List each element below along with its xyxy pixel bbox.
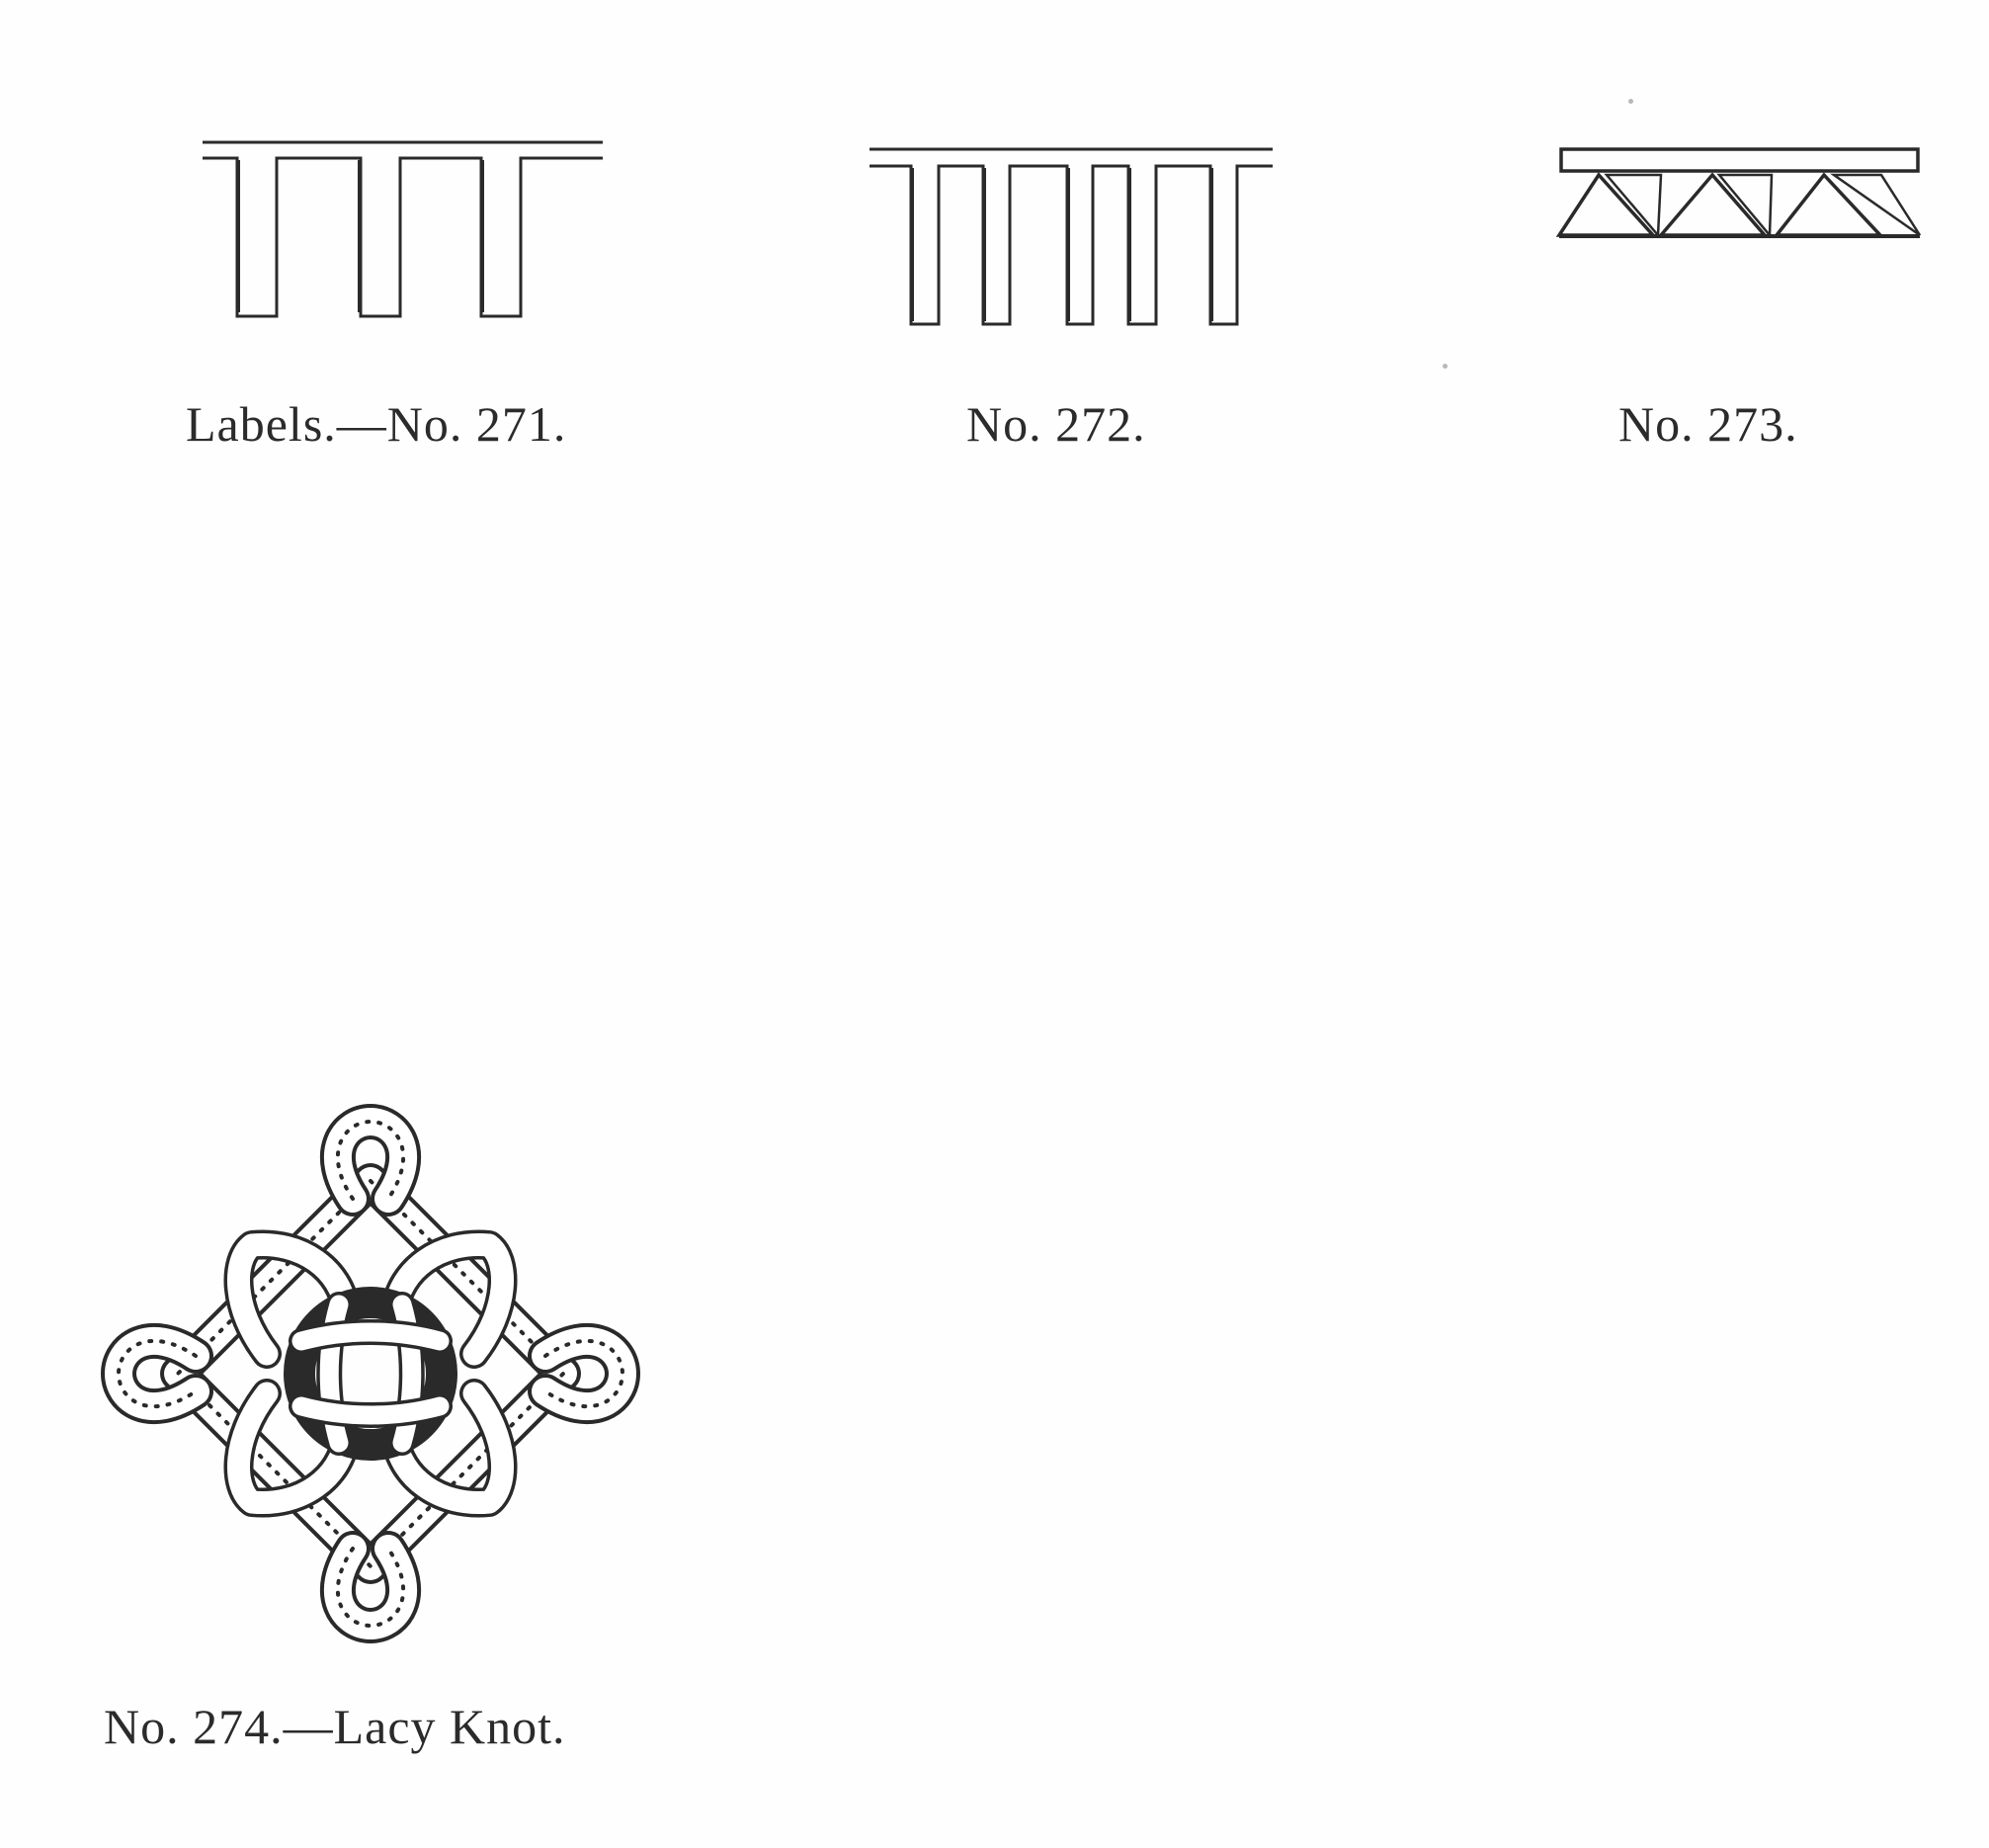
- label-pattern-272-drawing: [870, 147, 1273, 326]
- label-pattern-271-drawing: [203, 140, 603, 318]
- caption-273: No. 273.: [1618, 396, 1798, 452]
- label-pattern-272-figure: [870, 143, 1280, 341]
- caption-272: No. 272.: [966, 396, 1146, 452]
- label-pattern-271-figure: [203, 138, 608, 336]
- label-pattern-273-figure: [1555, 143, 1925, 252]
- lacy-knot-figure: [94, 1104, 647, 1665]
- lacy-knot-drawing: [101, 1104, 640, 1643]
- caption-271: Labels.—No. 271.: [186, 396, 567, 452]
- paper-speck: [1443, 364, 1448, 369]
- paper-speck: [1628, 99, 1633, 104]
- caption-274: No. 274.—Lacy Knot.: [104, 1699, 566, 1754]
- label-pattern-273-drawing: [1555, 147, 1922, 239]
